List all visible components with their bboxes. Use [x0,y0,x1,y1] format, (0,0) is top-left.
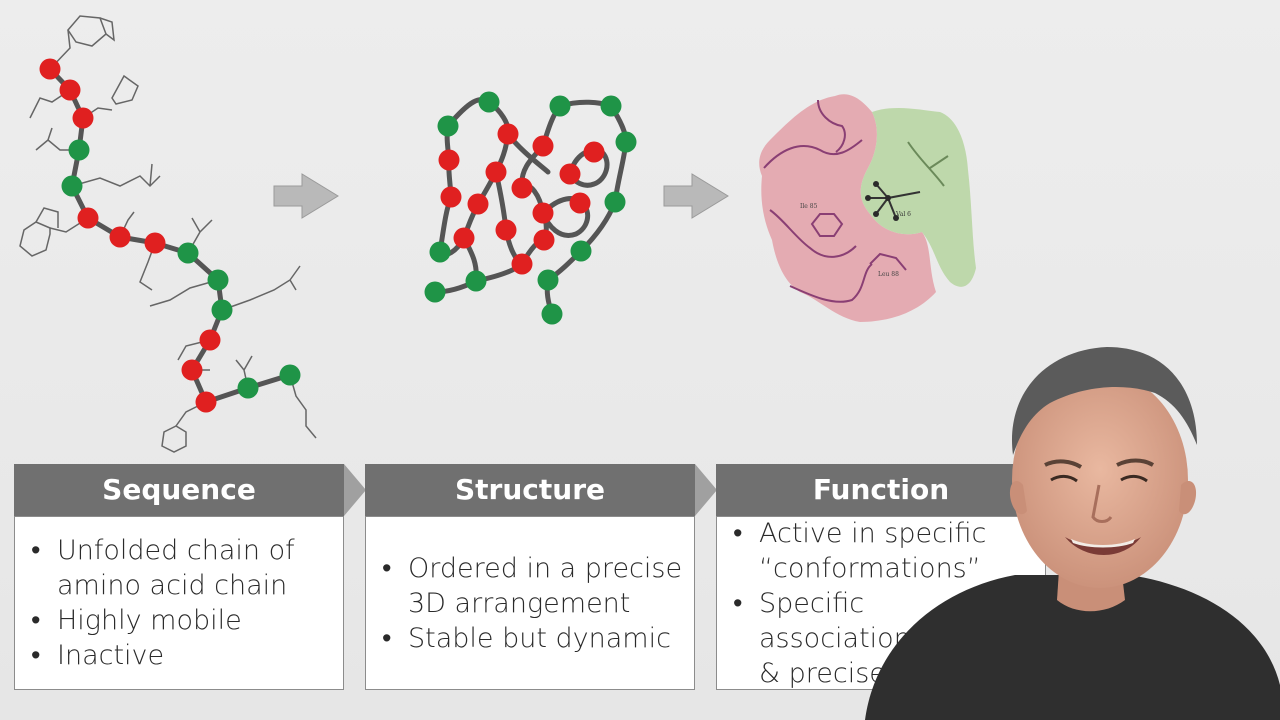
unfolded-chain-residues [39,58,301,413]
chevron-right-icon [344,464,366,516]
residue-bead [437,115,459,137]
sequence-bullet-text: Unfolded chain of amino acid chain [57,535,295,601]
residue-bead [39,58,61,80]
residue-bead [532,202,554,224]
residue-bead [429,241,451,263]
folded-chain-residues [424,91,637,325]
residue-bead [615,131,637,153]
function-bullet-text: Active in specific “conformations” [759,517,987,584]
residue-bead [511,177,533,199]
residue-bead [495,219,517,241]
right-arrow-icon [663,173,729,219]
function-bullet: • Active in specific “conformations” [733,516,1035,586]
residue-bead [77,207,99,229]
residue-bead [570,240,592,262]
residue-bead [559,163,581,185]
sequence-bullet: • Unfolded chain of amino acid chain [31,533,333,603]
bullet-symbol: • [733,517,743,549]
residue-bead [533,229,555,251]
sequence-box: • Unfolded chain of amino acid chain • Hig… [14,516,344,690]
residue-bead [211,299,233,321]
bullet-symbol: • [31,535,41,566]
residue-bead [497,123,519,145]
residue-bead [237,377,259,399]
bullet-symbol: • [733,587,743,619]
residue-bead [440,186,462,208]
unfolded-chain-backbone [48,67,291,405]
bullet-symbol: • [31,605,41,636]
residue-bead [109,226,131,248]
residue-bead [532,135,554,157]
residue-bead [144,232,166,254]
folded-chain-backbone [432,97,629,317]
residue-bead [465,270,487,292]
residue-bead [600,95,622,117]
structure-box: • Ordered in a precise 3D arrangement • St… [365,516,695,690]
residue-bead [195,391,217,413]
residue-bead [604,191,626,213]
residue-bead [549,95,571,117]
residue-bead [569,192,591,214]
structure-header: Structure [365,464,695,516]
residue-label-2: Val 6 [895,211,911,218]
residue-bead [177,242,199,264]
bullet-symbol: • [382,622,392,654]
right-arrow-icon [273,173,339,219]
structure-bullet-text: Ordered in a precise 3D arrangement [408,552,683,619]
structure-bullet: • Ordered in a precise 3D arrangement [382,551,684,621]
sequence-bullet-text: Highly mobile [57,605,242,636]
presenter-webcam [865,347,1280,720]
residue-bead [181,359,203,381]
function-header: Function [716,464,1046,516]
binding-pocket-illustration: Ile 85 Val 6 Leu 88 [759,94,976,322]
residue-bead [72,107,94,129]
residue-bead [68,139,90,161]
residue-bead [511,253,533,275]
structure-bullet: • Stable but dynamic [382,621,684,656]
sequence-header: Sequence [14,464,344,516]
residue-bead [453,227,475,249]
residue-bead [467,193,489,215]
bullet-symbol: • [382,552,392,584]
chevron-right-icon [695,464,717,516]
residue-bead [207,269,229,291]
sequence-bullet: • Highly mobile [31,603,333,638]
residue-label-3: Leu 88 [878,271,899,278]
residue-bead [485,161,507,183]
residue-bead [438,149,460,171]
residue-bead [279,364,301,386]
residue-bead [583,141,605,163]
bullet-symbol: • [31,640,41,671]
structure-bullet-text: Stable but dynamic [408,622,671,654]
residue-bead [424,281,446,303]
residue-bead [59,79,81,101]
residue-bead [478,91,500,113]
residue-bead [61,175,83,197]
residue-bead [541,303,563,325]
sequence-bullet-text: Inactive [57,640,165,671]
residue-bead [199,329,221,351]
protein-diagram: Ile 85 Val 6 Leu 88 [19,15,976,453]
sequence-bullet: • Inactive [31,638,333,673]
residue-bead [537,269,559,291]
residue-label-1: Ile 85 [800,203,818,210]
